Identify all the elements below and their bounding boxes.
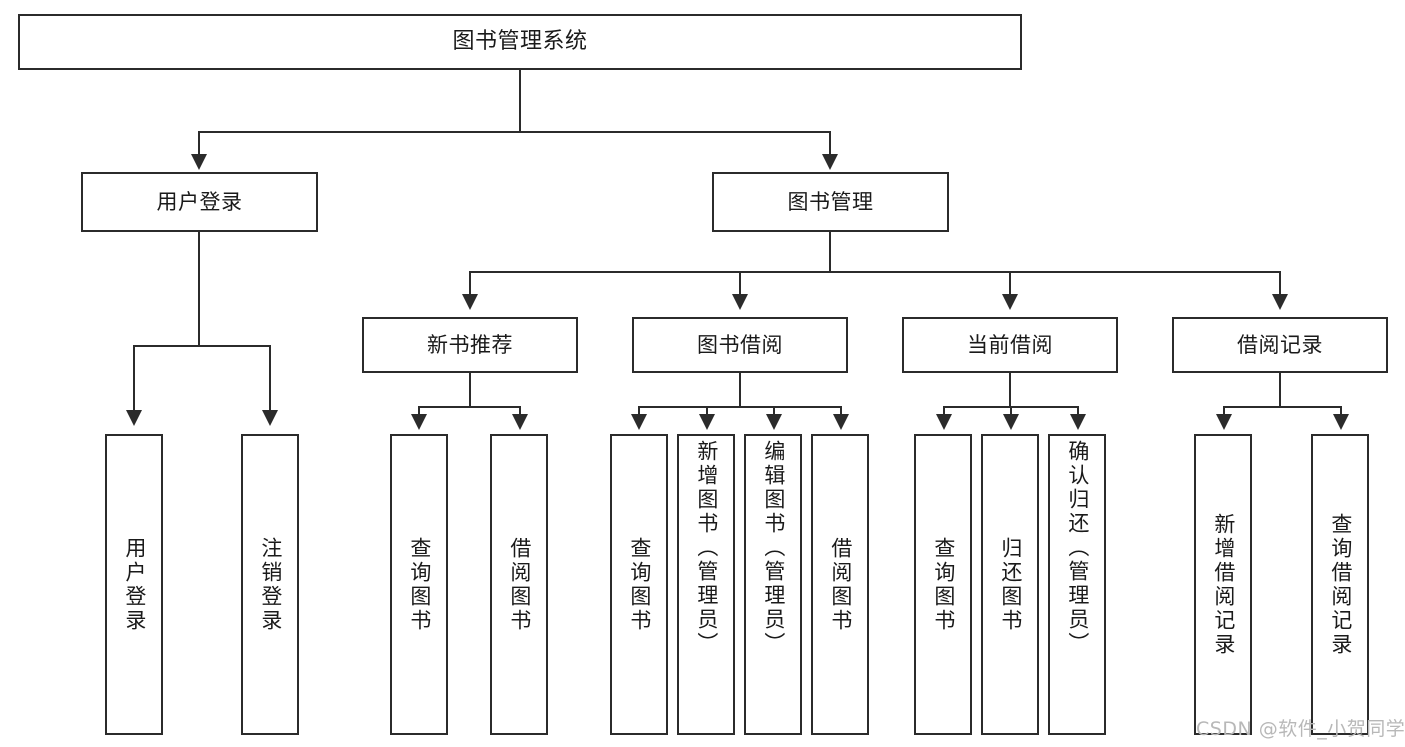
node-label: 新增图书（管理员）: [694, 440, 719, 656]
leaf-query-borrow-record[interactable]: 查询借阅记录: [1311, 434, 1369, 735]
edge-new-book-bus: [418, 406, 521, 408]
node-label: 图书管理系统: [452, 29, 588, 55]
arrowhead-new-book-child-1: [411, 414, 427, 430]
edge-borrow-record-bus: [1223, 406, 1341, 408]
node-label: 用户登录: [122, 536, 147, 633]
arrowhead-book-borrow: [732, 294, 748, 310]
arrowhead-borrow-record-child-1: [1216, 414, 1232, 430]
arrowhead-borrow-record-child-2: [1333, 414, 1349, 430]
leaf-add-borrow-record[interactable]: 新增借阅记录: [1194, 434, 1252, 735]
leaf-return-book[interactable]: 归还图书: [981, 434, 1039, 735]
edge-user-login-stem: [198, 232, 200, 346]
node-label: 编辑图书（管理员）: [761, 440, 786, 656]
arrowhead-book-manage: [822, 154, 838, 170]
node-label: 新增借阅记录: [1211, 512, 1236, 657]
edge-borrow-record-stem: [1279, 373, 1281, 407]
edge-book-borrow-bus: [638, 406, 842, 408]
node-label: 图书管理: [787, 189, 874, 214]
edge-to-book-manage: [829, 131, 831, 156]
leaf-query-book-current[interactable]: 查询图书: [914, 434, 972, 735]
edge-to-borrow-record: [1279, 271, 1281, 296]
edge-new-book-stem: [469, 373, 471, 407]
arrowhead-current-borrow-child-2: [1003, 414, 1019, 430]
edge-root-bus: [198, 131, 831, 133]
node-borrow-record[interactable]: 借阅记录: [1172, 317, 1388, 373]
arrowhead-user-login: [191, 154, 207, 170]
edge-current-borrow-child-2: [1010, 406, 1012, 417]
edge-new-book-child-1: [418, 406, 420, 417]
edge-root-stem: [519, 70, 521, 132]
leaf-query-book-borrow[interactable]: 查询图书: [610, 434, 668, 735]
leaf-borrow-book-recommend[interactable]: 借阅图书: [490, 434, 548, 735]
edge-user-login-child-2: [269, 345, 271, 412]
node-current-borrow[interactable]: 当前借阅: [902, 317, 1118, 373]
edge-book-borrow-child-2: [706, 406, 708, 417]
leaf-logout[interactable]: 注销登录: [241, 434, 299, 735]
leaf-query-book-recommend[interactable]: 查询图书: [390, 434, 448, 735]
leaf-borrow-book[interactable]: 借阅图书: [811, 434, 869, 735]
node-label: 归还图书: [998, 536, 1023, 633]
arrowhead-book-borrow-child-2: [699, 414, 715, 430]
node-root-system[interactable]: 图书管理系统: [18, 14, 1022, 70]
arrowhead-book-borrow-child-4: [833, 414, 849, 430]
node-label: 借阅图书: [507, 536, 532, 633]
node-label: 查询借阅记录: [1328, 512, 1353, 657]
node-label: 借阅图书: [828, 536, 853, 633]
edge-user-login-child-1: [133, 345, 135, 412]
node-user-login[interactable]: 用户登录: [81, 172, 318, 232]
node-new-book-recommend[interactable]: 新书推荐: [362, 317, 578, 373]
arrowhead-book-borrow-child-1: [631, 414, 647, 430]
node-label: 确认归还（管理员）: [1065, 440, 1090, 656]
node-label: 查询图书: [931, 536, 956, 633]
leaf-edit-book-admin[interactable]: 编辑图书（管理员）: [744, 434, 802, 735]
node-label: 借阅记录: [1237, 332, 1323, 357]
edge-current-borrow-child-3: [1077, 406, 1079, 417]
leaf-add-book-admin[interactable]: 新增图书（管理员）: [677, 434, 735, 735]
edge-book-manage-bus: [469, 271, 1281, 273]
edge-to-current-borrow: [1009, 271, 1011, 296]
csdn-watermark: CSDN @软件_小贺同学: [1196, 718, 1405, 740]
arrowhead-new-book: [462, 294, 478, 310]
arrowhead-current-borrow-child-1: [936, 414, 952, 430]
edge-current-borrow-stem: [1009, 373, 1011, 407]
edge-book-borrow-stem: [739, 373, 741, 407]
arrowhead-new-book-child-2: [512, 414, 528, 430]
edge-user-login-bus: [133, 345, 270, 347]
arrowhead-current-borrow: [1002, 294, 1018, 310]
edge-book-borrow-child-4: [840, 406, 842, 417]
node-label: 当前借阅: [967, 332, 1053, 357]
leaf-confirm-return-admin[interactable]: 确认归还（管理员）: [1048, 434, 1106, 735]
node-label: 查询图书: [627, 536, 652, 633]
edge-book-borrow-child-1: [638, 406, 640, 417]
edge-book-borrow-child-3: [773, 406, 775, 417]
node-book-manage[interactable]: 图书管理: [712, 172, 949, 232]
node-label: 图书借阅: [697, 332, 783, 357]
edge-new-book-child-2: [519, 406, 521, 417]
node-label: 新书推荐: [427, 332, 513, 357]
node-label: 用户登录: [156, 189, 243, 214]
node-label: 查询图书: [407, 536, 432, 633]
edge-to-book-borrow: [739, 271, 741, 296]
arrowhead-user-login-child-1: [126, 410, 142, 426]
arrowhead-borrow-record: [1272, 294, 1288, 310]
node-label: 注销登录: [258, 536, 283, 633]
node-book-borrow[interactable]: 图书借阅: [632, 317, 848, 373]
edge-borrow-record-child-1: [1223, 406, 1225, 417]
edge-book-manage-stem: [829, 232, 831, 272]
edge-to-new-book: [469, 271, 471, 296]
arrowhead-current-borrow-child-3: [1070, 414, 1086, 430]
leaf-user-login[interactable]: 用户登录: [105, 434, 163, 735]
edge-current-borrow-child-1: [943, 406, 945, 417]
edge-borrow-record-child-2: [1340, 406, 1342, 417]
arrowhead-book-borrow-child-3: [766, 414, 782, 430]
edge-to-user-login: [198, 131, 200, 156]
arrowhead-user-login-child-2: [262, 410, 278, 426]
